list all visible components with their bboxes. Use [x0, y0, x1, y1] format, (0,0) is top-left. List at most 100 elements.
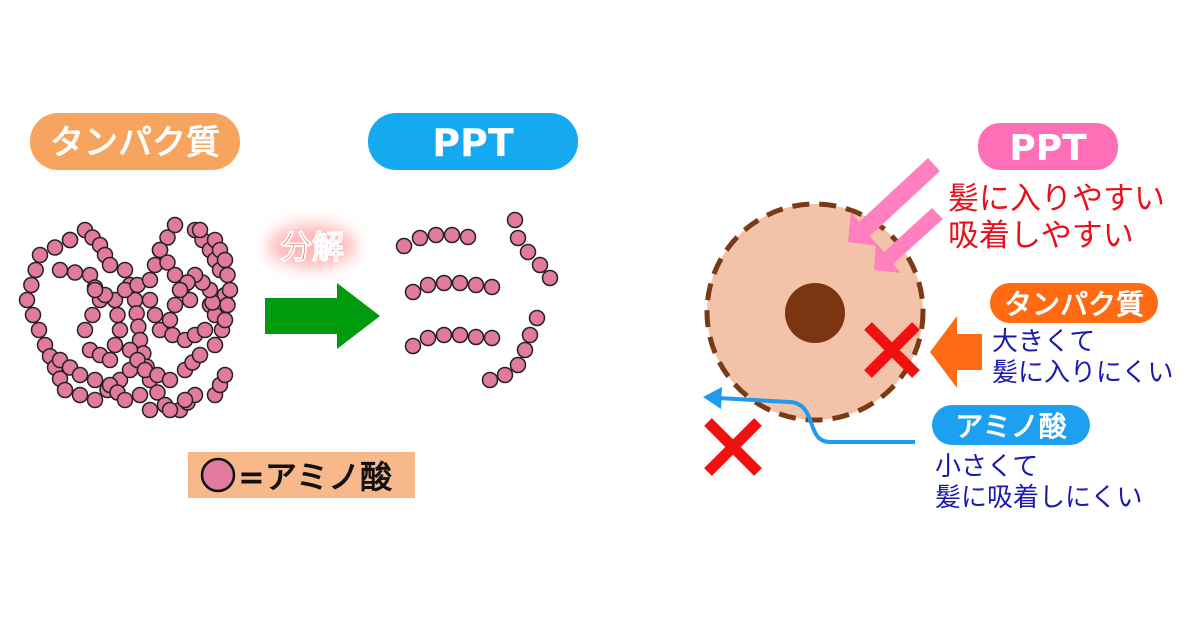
- amino-acid-bead: [141, 291, 159, 309]
- amino-acid-bead: [166, 266, 184, 284]
- amino-acid-bead: [149, 384, 166, 401]
- amino-acid-bead: [467, 328, 485, 346]
- amino-acid-bead: [101, 351, 119, 369]
- amino-acid-bead: [496, 366, 514, 384]
- amino-acid-bead: [171, 281, 189, 299]
- amino-acid-bead: [435, 274, 453, 292]
- amino-acid-bead: [216, 251, 234, 269]
- amino-acid-bead: [459, 228, 477, 246]
- amino-acid-bead: [166, 216, 184, 234]
- ppt-pill-right: PPT: [978, 123, 1118, 170]
- amino-acid-bead: [146, 306, 164, 324]
- amino-acid-bead: [106, 336, 124, 354]
- amino-acid-bead: [141, 401, 159, 419]
- protein-label-right: タンパク質: [1004, 288, 1144, 321]
- amino-acid-bead: [159, 254, 176, 271]
- amino-acid-bead: [161, 371, 179, 389]
- amino-acid-bead: [411, 229, 429, 247]
- ppt-label-right: PPT: [1009, 128, 1087, 169]
- amino-acid-bead: [18, 291, 36, 309]
- amino-acid-bead: [219, 296, 236, 314]
- amino-acid-bead: [56, 381, 74, 399]
- amino-acid-bead: [151, 241, 169, 259]
- amino-acid-bead: [521, 326, 539, 344]
- ppt-arrow-icon: [848, 158, 943, 273]
- amino-acid-bead: [443, 226, 461, 244]
- amino-acid-bead: [395, 237, 413, 255]
- amino-label: アミノ酸: [955, 410, 1067, 443]
- amino-acid-bead: [519, 243, 537, 261]
- amino-acid-bead: [483, 278, 501, 296]
- orange-arrow-icon: [930, 316, 982, 388]
- amino-acid-bead: [427, 226, 445, 244]
- amino-acid-bead: [176, 391, 194, 409]
- cross-icon: [864, 322, 920, 378]
- amino-pill: アミノ酸: [932, 405, 1090, 445]
- amino-acid-bead: [191, 346, 209, 364]
- amino-acid-bead: [404, 283, 422, 301]
- amino-acid-bead: [506, 211, 524, 229]
- amino-acid-bead: [31, 246, 49, 264]
- amino-acid-bead: [27, 261, 44, 279]
- amino-acid-bead: [71, 386, 89, 404]
- amino-acid-bead: [528, 309, 546, 327]
- protein-label: タンパク質: [50, 123, 220, 163]
- amino-acid-bead: [128, 305, 145, 322]
- protein-pill: タンパク質: [30, 113, 240, 170]
- amino-acid-bead: [219, 266, 236, 284]
- decompose-label: 分解: [280, 228, 344, 266]
- amino-acid-bead: [541, 269, 559, 287]
- amino-acid-bead: [76, 321, 94, 339]
- amino-acid-bead: [419, 276, 437, 294]
- amino-acid-bead: [483, 329, 501, 347]
- amino-acid-bead: [116, 391, 134, 409]
- amino-acid-bead: [196, 321, 214, 339]
- amino-bypass-arrow-icon: [703, 387, 915, 444]
- amino-acid-bead: [451, 326, 469, 344]
- amino-acid-bead: [216, 311, 234, 329]
- amino-acid-bead: [435, 326, 453, 344]
- hair-core: [785, 283, 845, 343]
- legend: =アミノ酸: [188, 452, 415, 498]
- amino-acid-bead: [161, 311, 179, 329]
- ppt-desc-1: 髪に入りやすい: [948, 181, 1165, 217]
- amino-acid-bead: [481, 371, 499, 389]
- amino-acid-bead: [419, 329, 437, 347]
- amino-acid-bead: [71, 366, 89, 384]
- amino-acid-bead: [141, 271, 159, 289]
- amino-acid-bead: [531, 256, 549, 274]
- amino-acid-bead: [86, 371, 104, 389]
- amino-acid-bead: [451, 274, 469, 292]
- amino-acid-bead: [51, 261, 69, 279]
- ppt-pill-left: PPT: [368, 113, 578, 170]
- protein-pill-right: タンパク質: [990, 283, 1158, 323]
- amino-acid-bead: [404, 337, 422, 355]
- decompose-label-group: 分解: [268, 224, 356, 268]
- amino-acid-bead: [467, 276, 485, 294]
- amino-acid-bead: [30, 321, 48, 339]
- ppt-bead-chains: [395, 211, 559, 389]
- ppt-label-left: PPT: [432, 121, 514, 165]
- amino-acid-bead: [509, 356, 527, 374]
- amino-acid-bead: [516, 341, 534, 359]
- amino-acid-bead: [509, 229, 527, 247]
- amino-acid-bead: [84, 306, 101, 324]
- amino-acid-bead: [109, 306, 126, 324]
- amino-desc-2: 髪に吸着しにくい: [935, 483, 1142, 513]
- green-arrow-icon: [265, 283, 380, 349]
- cross-icon: [704, 418, 762, 476]
- amino-acid-bead: [131, 386, 149, 404]
- amino-acid-bead: [116, 261, 134, 279]
- amino-acid-bead: [166, 296, 184, 314]
- protein-desc-1: 大きくて: [992, 327, 1095, 357]
- amino-acid-bead: [181, 291, 199, 309]
- amino-acid-bead: [221, 281, 239, 299]
- amino-desc-1: 小さくて: [935, 452, 1038, 482]
- amino-acid-bead: [86, 281, 104, 299]
- amino-acid-bead-icon: [200, 457, 236, 493]
- amino-acid-bead: [24, 306, 42, 324]
- amino-acid-bead: [159, 229, 176, 246]
- amino-acid-bead: [216, 366, 234, 384]
- amino-acid-bead: [23, 276, 40, 294]
- amino-acid-bead: [206, 336, 224, 354]
